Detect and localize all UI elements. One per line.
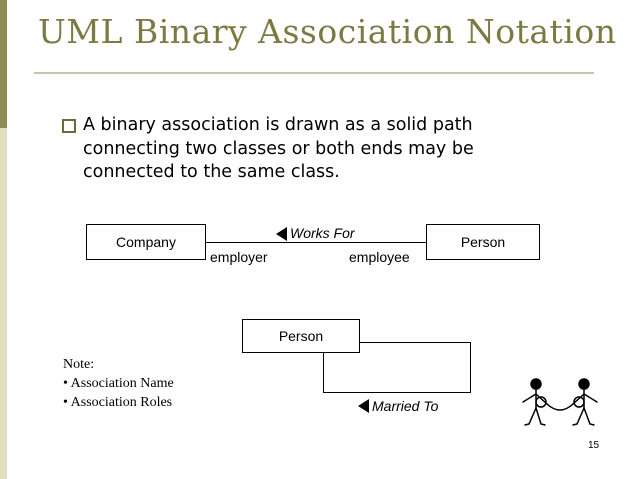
company-class-label: Company xyxy=(116,234,176,250)
bullet-text: A binary association is drawn as a solid… xyxy=(83,115,474,182)
company-class-box: Company xyxy=(86,224,206,260)
person-self-class-box: Person xyxy=(242,319,360,353)
bullet-square-icon xyxy=(62,119,76,133)
married-to-association-name: Married To xyxy=(372,398,439,414)
note-item: • Association Roles xyxy=(63,395,173,410)
note-item: • Association Name xyxy=(63,376,174,391)
employee-role-label: employee xyxy=(349,249,410,265)
couple-clipart-icon xyxy=(522,378,598,426)
note-block: Note: • Association Name • Association R… xyxy=(63,355,174,412)
title-underline xyxy=(34,72,594,74)
person-class-label: Person xyxy=(460,234,506,250)
association-direction-arrow-icon xyxy=(276,227,287,241)
works-for-association-line xyxy=(206,242,426,243)
slide-title: UML Binary Association Notation xyxy=(38,12,617,51)
person-self-class-label: Person xyxy=(278,328,324,344)
self-association-left-line xyxy=(323,353,324,393)
employer-role-label: employer xyxy=(210,249,268,265)
self-association-bottom-line xyxy=(323,392,471,393)
works-for-association-name: Works For xyxy=(290,225,355,241)
self-association-top-line xyxy=(360,342,471,343)
side-bar-light xyxy=(0,128,7,479)
note-heading: Note: xyxy=(63,357,95,372)
married-to-direction-arrow-icon xyxy=(358,399,369,413)
self-association-right-line xyxy=(470,342,471,393)
side-bar-dark xyxy=(0,0,7,128)
person-class-box: Person xyxy=(426,224,540,260)
page-number: 15 xyxy=(588,440,600,451)
